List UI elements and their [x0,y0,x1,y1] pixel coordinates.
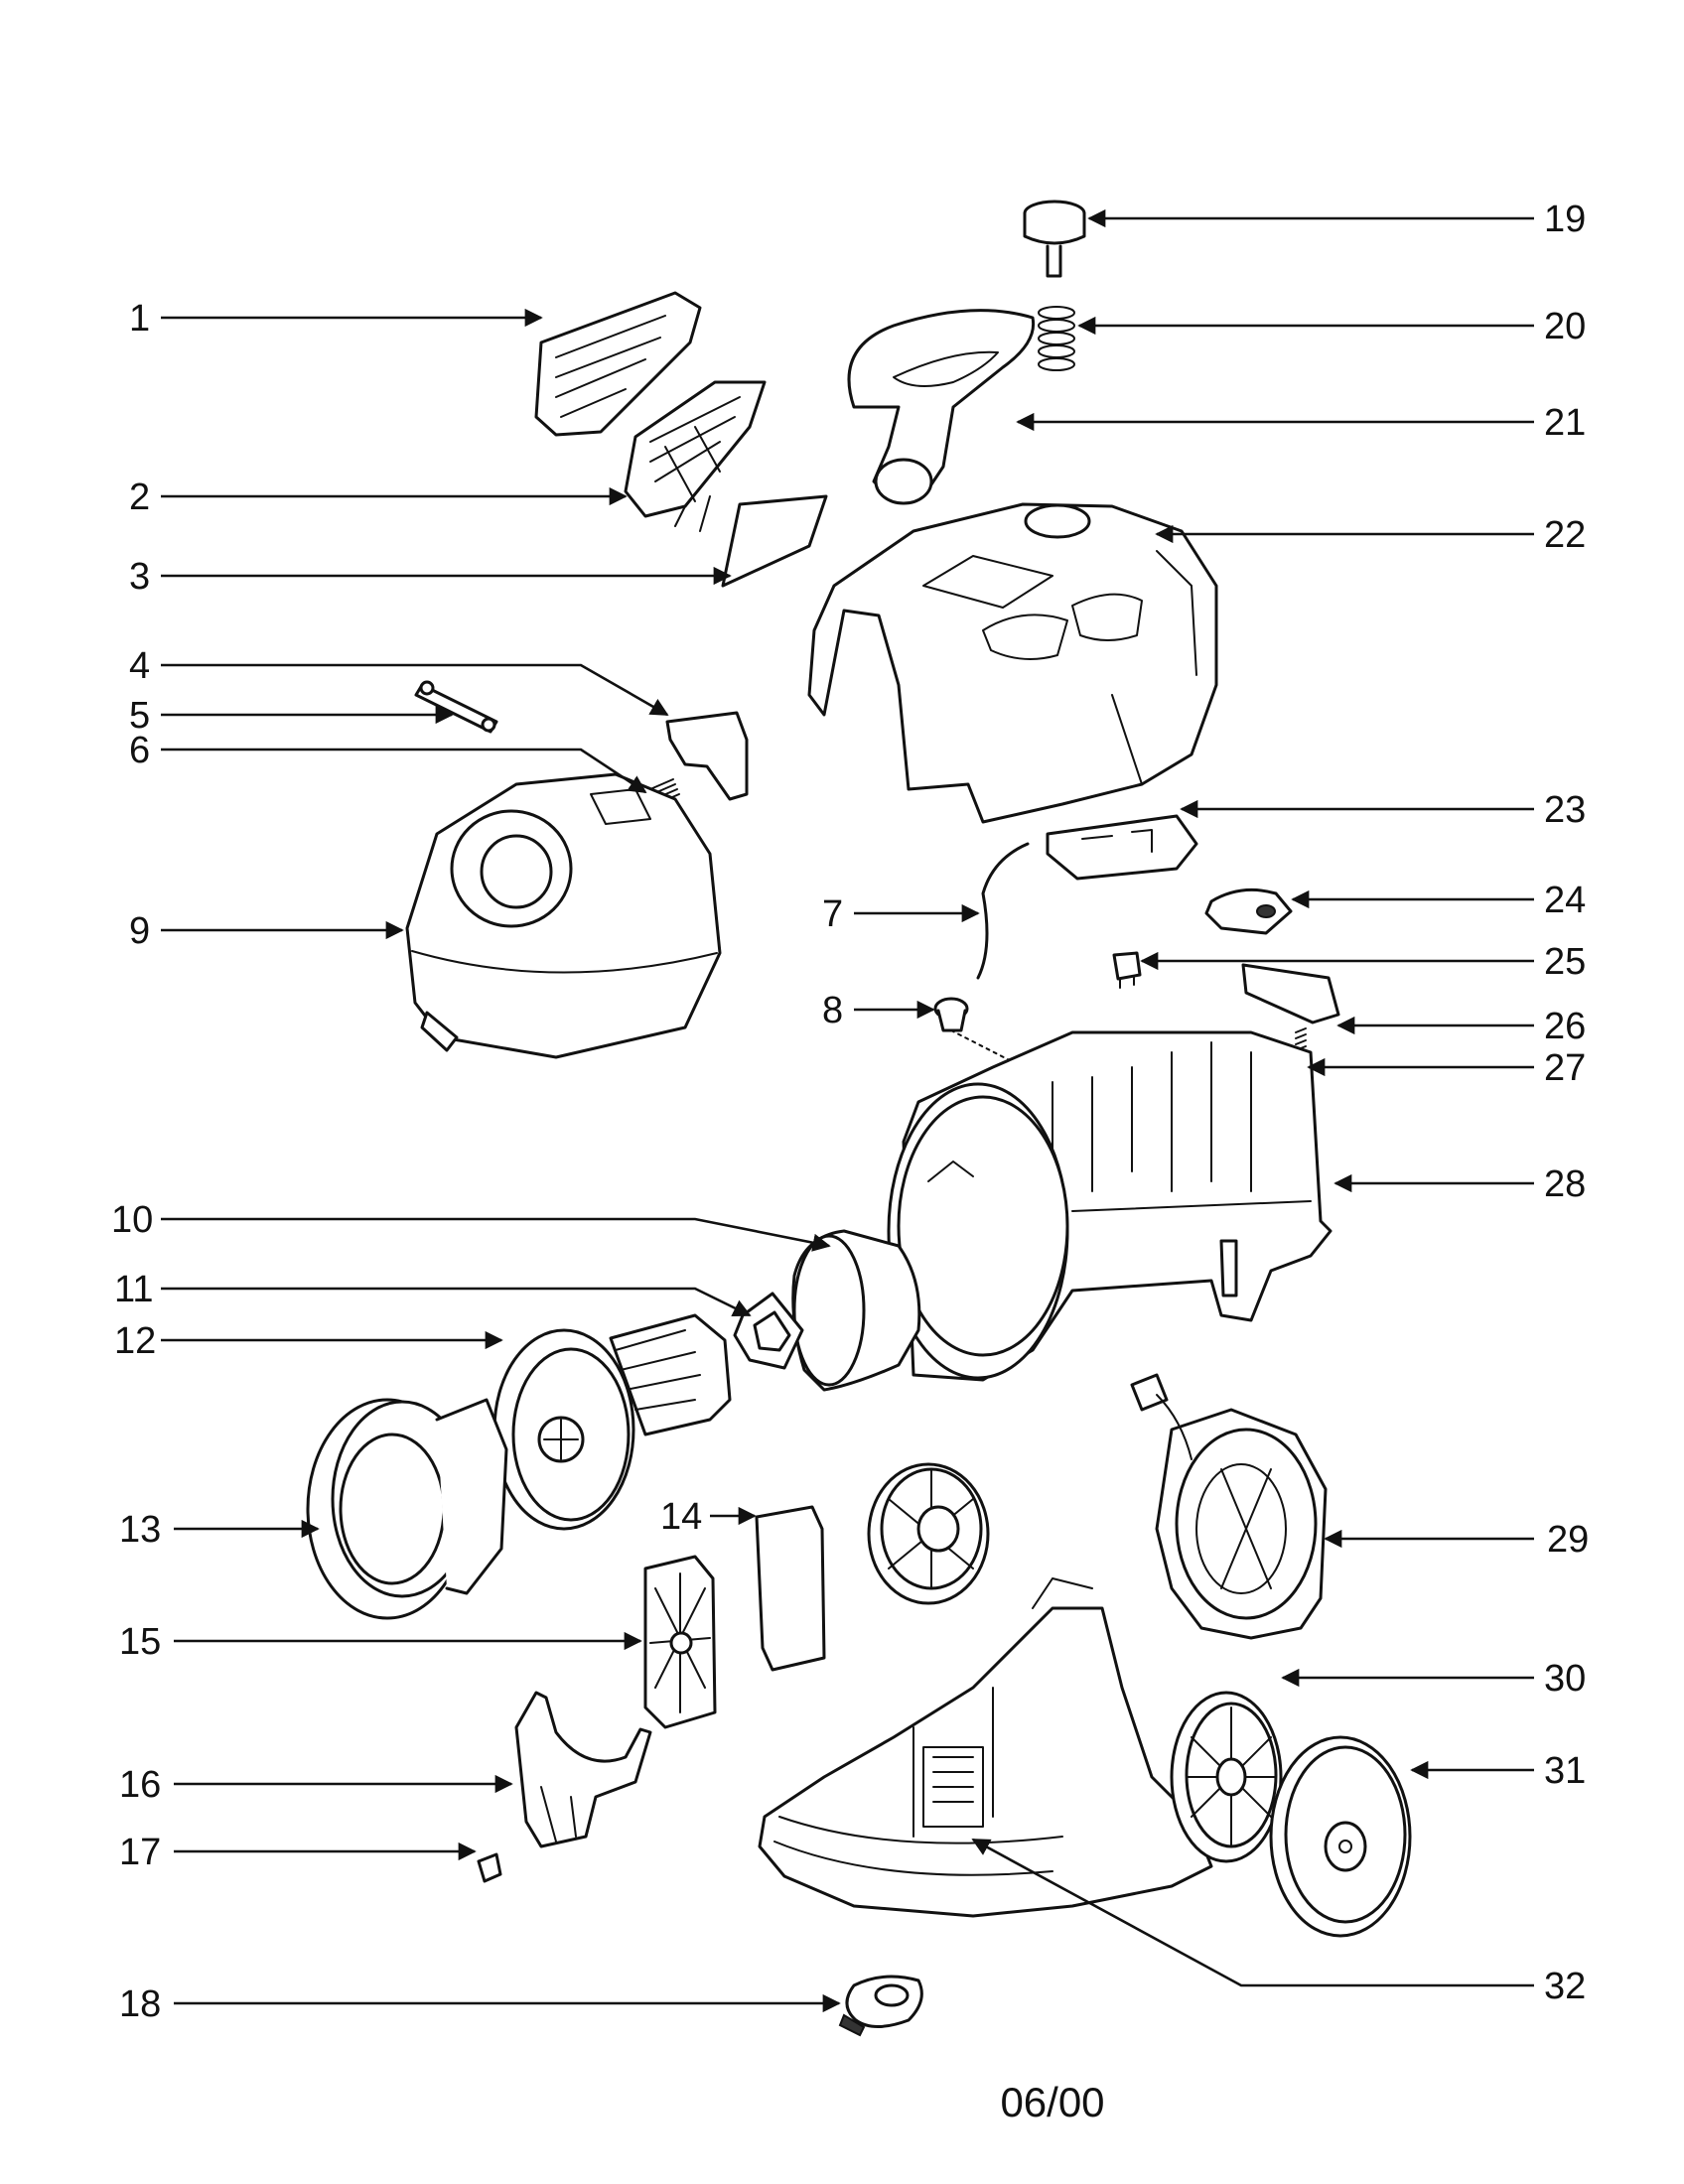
part-3-filter-pad [721,494,828,588]
callout-3: 3 [129,556,150,598]
callout-11: 11 [114,1269,153,1310]
callout-29: 29 [1547,1519,1589,1561]
leader-lines [161,208,1534,2013]
part-6-spring [642,778,680,808]
part-20-spring [1038,306,1075,371]
callout-31: 31 [1544,1750,1586,1792]
part-31-wheel [1269,1735,1412,1938]
part-11-gasket [733,1292,804,1370]
part-21-handle [847,309,1036,505]
part-24-clip [1204,887,1293,935]
callout-20: 20 [1544,306,1586,347]
callout-14: 14 [660,1496,702,1538]
callout-17: 17 [119,1832,161,1873]
part-5-pin [414,680,498,734]
callout-15: 15 [119,1621,161,1663]
callout-12: 12 [114,1320,156,1362]
callout-26: 26 [1544,1006,1586,1047]
part-wheel-hub [867,1462,990,1605]
callout-32: 32 [1544,1966,1586,2007]
part-22-top-housing [807,502,1218,824]
part-15-filter-grid [643,1555,717,1729]
callout-24: 24 [1544,880,1586,921]
part-19-knob [1023,200,1086,278]
part-29-cord-reel [1130,1373,1328,1640]
callout-labels: 1 2 3 4 5 6 9 7 8 10 11 12 13 14 15 16 1… [111,199,1589,2025]
callout-27: 27 [1544,1047,1586,1089]
callout-30: 30 [1544,1658,1586,1700]
callout-23: 23 [1544,789,1586,831]
part-32-base [758,1577,1213,1918]
callout-13: 13 [119,1509,161,1551]
part-18-foot [838,1975,923,2037]
part-14-filter-block [755,1505,826,1672]
callout-7: 7 [822,893,843,935]
part-13-motor-ring [306,1398,508,1620]
callout-6: 6 [129,730,150,771]
callout-10: 10 [111,1199,153,1241]
callout-19: 19 [1544,199,1586,240]
callout-9: 9 [129,910,150,952]
callout-16: 16 [119,1764,161,1806]
callout-5: 5 [129,695,150,737]
part-23-switch-plate [1046,814,1198,881]
callout-28: 28 [1544,1163,1586,1205]
part-7-cable [976,842,1030,980]
part-28-main-body [887,1030,1333,1382]
part-25-connector [1112,951,1142,989]
callout-18: 18 [119,1983,161,2025]
callout-25: 25 [1544,941,1586,983]
part-1-exhaust-grille [534,291,702,437]
callout-22: 22 [1544,514,1586,556]
callout-2: 2 [129,477,150,518]
part-17-small-clip [477,1852,502,1883]
callout-21: 21 [1544,402,1586,444]
parts [306,200,1412,2037]
part-2-filter-frame [624,380,767,532]
callout-1: 1 [129,298,150,340]
part-16-bracket [514,1691,652,1848]
part-30-wheel-hub [1170,1691,1283,1863]
part-26-button [1241,963,1340,1024]
part-8-plug [933,997,1044,1078]
part-10-filter-sleeve [791,1229,921,1392]
part-12-motor [492,1313,732,1531]
footer-code: 06/00 [1000,2079,1104,2125]
part-9-front-lid [405,772,722,1059]
callout-4: 4 [129,645,150,687]
part-4-latch [665,711,749,801]
callout-8: 8 [822,990,843,1031]
